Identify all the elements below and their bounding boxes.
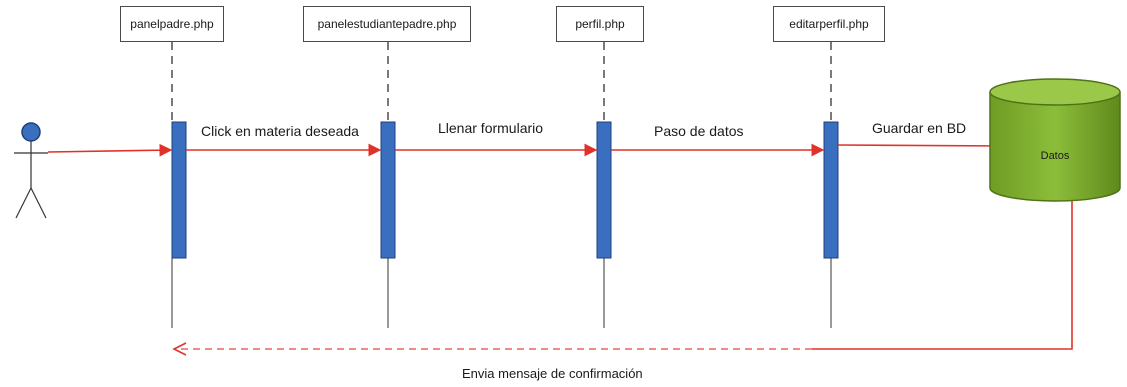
lifeline-box-editarperfil: editarperfil.php: [773, 6, 885, 42]
activation-bar-panelpadre: [171, 121, 187, 259]
message-label-click-en-materia: Click en materia deseada: [201, 123, 359, 139]
database-body: [989, 92, 1121, 202]
message-label-llenar-formulario: Llenar formulario: [438, 120, 544, 136]
arrow-actor-to-panelpadre: [47, 143, 173, 157]
actor-right-leg: [30, 187, 47, 219]
lifeline-box-panelestudiantepadre: panelestudiantepadre.php: [303, 6, 471, 42]
actor-icon: [14, 122, 48, 219]
database-label: Datos: [1040, 150, 1070, 162]
activation-bar-panelestudiantepadre: [380, 121, 396, 259]
arrow-guardar-en-bd: [837, 139, 1010, 153]
lifeline-box-panelpadre: panelpadre.php: [120, 6, 224, 42]
activation-bar-editarperfil: [823, 121, 839, 259]
return-message-label: Envia mensaje de confirmación: [462, 366, 643, 381]
message-label-paso-de-datos: Paso de datos: [654, 123, 744, 139]
actor-left-leg: [15, 187, 32, 219]
database-top: [989, 78, 1121, 106]
return-arrowhead: [172, 342, 187, 356]
activation-bar-perfil: [596, 121, 612, 259]
lifeline-box-perfil: perfil.php: [556, 6, 644, 42]
database-icon: [989, 78, 1121, 202]
message-label-guardar-en-bd: Guardar en BD: [872, 120, 967, 136]
actor-head: [21, 122, 41, 142]
return-path-solid: [812, 201, 1073, 350]
